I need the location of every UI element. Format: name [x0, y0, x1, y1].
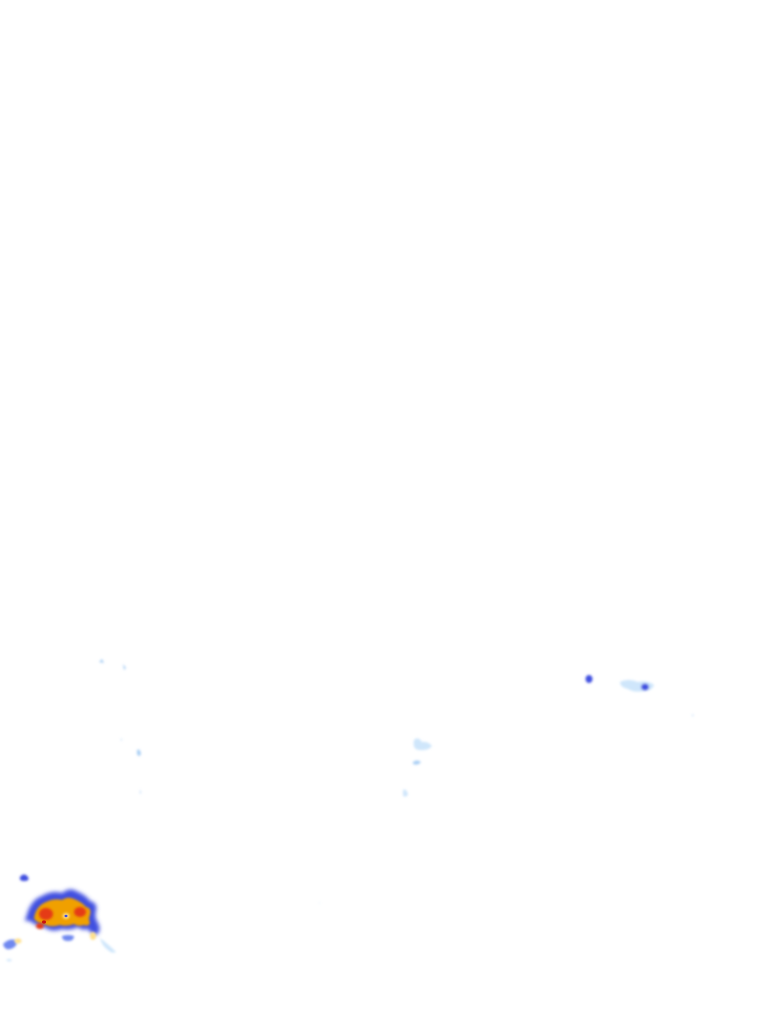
echo-cell	[585, 675, 593, 683]
light-echo-cluster-central	[319, 738, 432, 904]
echo-cell	[403, 789, 408, 797]
storm-cell-southwest	[3, 874, 116, 962]
storm-eye-dot	[64, 914, 68, 918]
echo-cell	[3, 939, 17, 950]
echo-cell	[692, 714, 694, 717]
echo-cell	[413, 738, 432, 751]
echo-cell	[6, 959, 12, 962]
storm-severe-core	[36, 923, 44, 929]
storm-core-pocket	[90, 932, 96, 940]
echo-cell	[62, 935, 74, 941]
echo-cell	[140, 789, 141, 794]
echo-cell	[641, 683, 649, 691]
echo-cell	[121, 738, 122, 741]
storm-severe-core	[74, 907, 86, 917]
echo-cell	[100, 938, 116, 953]
echo-cell	[413, 760, 421, 765]
storm-severe-core	[39, 908, 53, 920]
echo-cell	[620, 680, 654, 692]
storm-core-pocket	[14, 938, 22, 944]
light-echo-cluster-east	[585, 675, 694, 717]
echo-cell	[19, 874, 29, 881]
echo-cell	[319, 902, 320, 904]
light-echo-cluster-west	[99, 659, 141, 794]
echo-cell	[137, 749, 141, 756]
echo-cell	[123, 664, 126, 670]
echo-cell	[99, 659, 104, 663]
storm-extreme-core	[42, 920, 46, 924]
